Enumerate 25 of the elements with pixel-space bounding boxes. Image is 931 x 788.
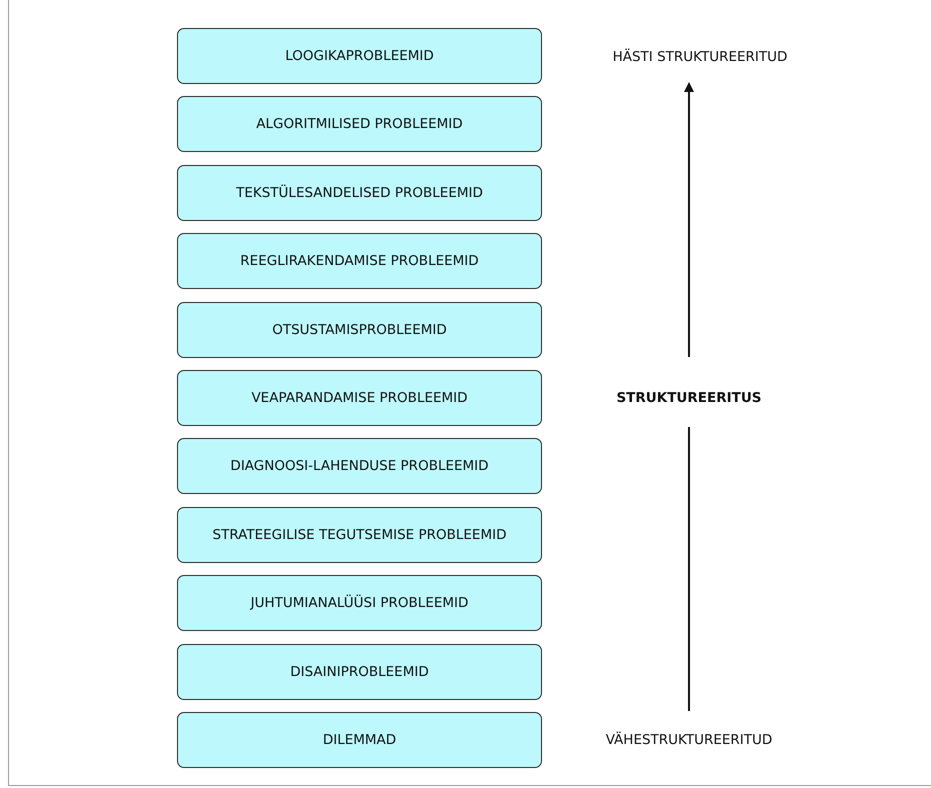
box-label: VEAPARANDAMISE PROBLEEMID bbox=[251, 390, 468, 406]
problem-type-box bbox=[177, 438, 542, 494]
problem-type-box bbox=[177, 575, 542, 631]
problem-type-box bbox=[177, 96, 542, 152]
problem-type-box bbox=[177, 712, 542, 768]
scale-top-label: HÄSTI STRUKTUREERITUD bbox=[612, 49, 788, 65]
box-label: DIAGNOOSI-LAHENDUSE PROBLEEMID bbox=[230, 458, 489, 474]
problem-type-box bbox=[177, 28, 542, 84]
box-label: REEGLIRAKENDAMISE PROBLEEMID bbox=[240, 253, 479, 269]
problem-type-box bbox=[177, 370, 542, 426]
scale-title: STRUKTUREERITUS bbox=[616, 390, 762, 406]
box-label: DILEMMAD bbox=[322, 732, 396, 748]
box-label: TEKSTÜLESANDELISED PROBLEEMID bbox=[236, 185, 483, 201]
box-label: JUHTUMIANALÜÜSI PROBLEEMID bbox=[250, 595, 468, 611]
problem-type-box bbox=[177, 507, 542, 563]
problem-type-box bbox=[177, 644, 542, 700]
box-label: ALGORITMILISED PROBLEEMID bbox=[256, 116, 463, 132]
box-label: STRATEEGILISE TEGUTSEMISE PROBLEEMID bbox=[212, 527, 506, 543]
box-label: LOOGIKAPROBLEEMID bbox=[285, 48, 434, 64]
problem-type-box bbox=[177, 302, 542, 358]
problem-type-box bbox=[177, 165, 542, 221]
scale-bottom-label: VÄHESTRUKTUREERITUD bbox=[606, 732, 772, 748]
box-label: OTSUSTAMISPROBLEEMID bbox=[272, 322, 447, 338]
box-label: DISAINIPROBLEEMID bbox=[290, 664, 429, 680]
problem-type-box bbox=[177, 233, 542, 289]
